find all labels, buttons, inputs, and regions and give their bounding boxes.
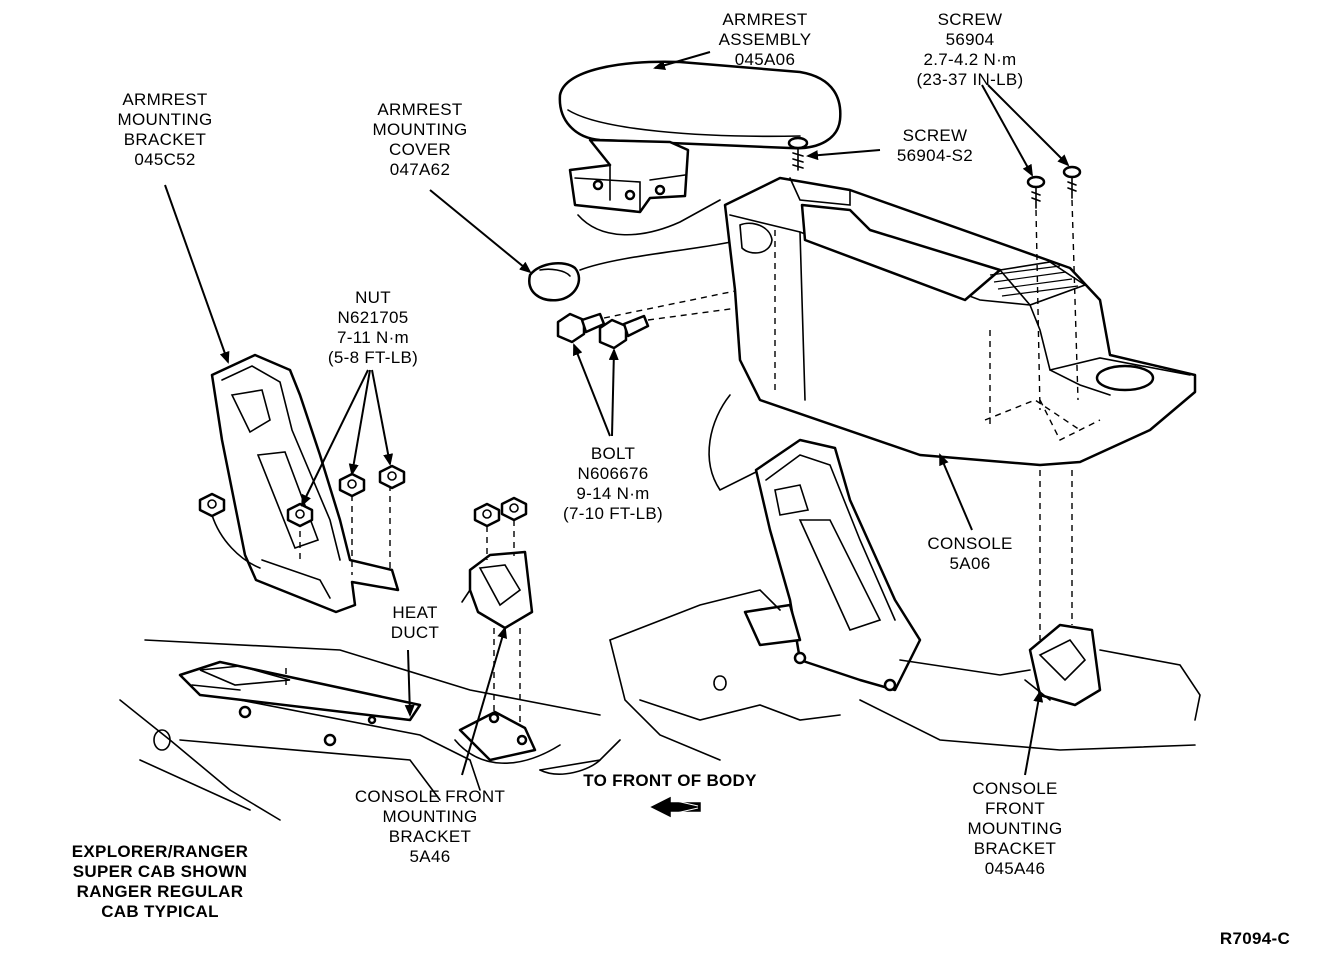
label-line: ASSEMBLY <box>718 30 812 49</box>
screw-icons <box>787 136 1082 640</box>
armrest-assembly <box>558 60 842 236</box>
label-armrest-assembly: ARMREST ASSEMBLY 045A06 <box>700 10 830 70</box>
leader-lines <box>164 51 1070 776</box>
label-line: N606676 <box>577 464 649 483</box>
console <box>708 176 1197 492</box>
label-line: SCREW <box>937 10 1003 29</box>
nut-icon <box>473 502 501 528</box>
figure-id: R7094-C <box>1205 929 1305 949</box>
label-line: 9-14 N·m <box>576 484 650 503</box>
armrest-mounting-bracket-right <box>743 438 922 692</box>
label-line: ARMREST <box>122 90 208 109</box>
label-line: MOUNTING <box>372 120 468 139</box>
label-line: MOUNTING <box>967 819 1063 838</box>
label-line: NUT <box>355 288 391 307</box>
label-line: (5-8 FT-LB) <box>327 348 419 367</box>
label-line: CONSOLE <box>927 534 1013 553</box>
label-line: COVER <box>389 140 451 159</box>
nut-icon <box>198 492 226 518</box>
label-console-front-mounting-bracket-5a46: CONSOLE FRONT MOUNTING BRACKET 5A46 <box>340 787 520 867</box>
floor-pan-right <box>609 589 1201 761</box>
nut-icon <box>378 464 406 490</box>
left-arrow-icon <box>650 796 701 818</box>
nut-icon <box>286 502 314 528</box>
label-heat-duct: HEAT DUCT <box>375 603 455 643</box>
console-front-mounting-bracket-5a46 <box>458 520 537 762</box>
label-line: ARMREST <box>722 10 808 29</box>
label-line: 045A06 <box>734 50 796 69</box>
label-line: BRACKET <box>973 839 1057 858</box>
label-armrest-mounting-cover: ARMREST MOUNTING COVER 047A62 <box>360 100 480 180</box>
label-line: 56904 <box>945 30 995 49</box>
armrest-mounting-cover <box>528 239 741 302</box>
label-line: FRONT <box>984 799 1046 818</box>
label-nut: NUT N621705 7-11 N·m (5-8 FT-LB) <box>308 288 438 368</box>
label-line: RANGER REGULAR <box>76 882 244 901</box>
screw-icon <box>1026 175 1046 209</box>
label-line: N621705 <box>337 308 409 327</box>
nut-icons <box>198 464 528 528</box>
label-line: 045A46 <box>984 859 1046 878</box>
label-line: 045C52 <box>134 150 196 169</box>
label-console-front-mounting-bracket-045a46: CONSOLE FRONT MOUNTING BRACKET 045A46 <box>960 779 1070 879</box>
label-line: (23-37 IN-LB) <box>916 70 1024 89</box>
bolt-icons <box>556 289 761 350</box>
label-line: 5A06 <box>949 554 991 573</box>
bolt-icon <box>556 312 606 344</box>
label-line: 7-11 N·m <box>337 328 409 347</box>
label-bolt: BOLT N606676 9-14 N·m (7-10 FT-LB) <box>548 444 678 524</box>
floor-pan-left <box>119 639 621 821</box>
label-line: 047A62 <box>389 160 451 179</box>
label-armrest-mounting-bracket: ARMREST MOUNTING BRACKET 045C52 <box>105 90 225 170</box>
label-line: 5A46 <box>409 847 451 866</box>
label-line: CAB TYPICAL <box>101 902 219 921</box>
console-front-mounting-bracket-045a46 <box>1024 623 1102 707</box>
label-line: SUPER CAB SHOWN <box>72 862 248 881</box>
label-line: TO FRONT OF BODY <box>583 771 757 790</box>
note-vehicle-applicability: EXPLORER/RANGER SUPER CAB SHOWN RANGER R… <box>55 842 265 922</box>
screw-icon <box>1062 165 1082 199</box>
label-line: BRACKET <box>123 130 207 149</box>
label-line: EXPLORER/RANGER <box>71 842 249 861</box>
label-line: SCREW <box>902 126 968 145</box>
label-line: (7-10 FT-LB) <box>563 504 663 523</box>
label-screw-56904-s2: SCREW 56904-S2 <box>880 126 990 166</box>
nut-icon <box>500 496 528 522</box>
label-line: ARMREST <box>377 100 463 119</box>
label-line: MOUNTING <box>117 110 213 129</box>
label-line: CONSOLE <box>972 779 1058 798</box>
bolt-icon <box>598 314 650 350</box>
nut-icon <box>338 472 366 498</box>
label-line: 2.7-4.2 N·m <box>923 50 1017 69</box>
label-line: DUCT <box>390 623 440 642</box>
screw-icon <box>787 136 809 171</box>
label-to-front-of-body: TO FRONT OF BODY <box>560 771 780 791</box>
label-line: BRACKET <box>388 827 472 846</box>
heat-duct <box>178 660 422 747</box>
label-screw-56904: SCREW 56904 2.7-4.2 N·m (23-37 IN-LB) <box>895 10 1045 90</box>
label-line: MOUNTING <box>382 807 478 826</box>
label-console: CONSOLE 5A06 <box>915 534 1025 574</box>
label-line: R7094-C <box>1219 929 1291 948</box>
label-line: 56904-S2 <box>896 146 974 165</box>
label-line: HEAT <box>392 603 438 622</box>
label-line: CONSOLE FRONT <box>354 787 506 806</box>
armrest-mounting-bracket <box>210 353 400 614</box>
label-line: BOLT <box>590 444 636 463</box>
